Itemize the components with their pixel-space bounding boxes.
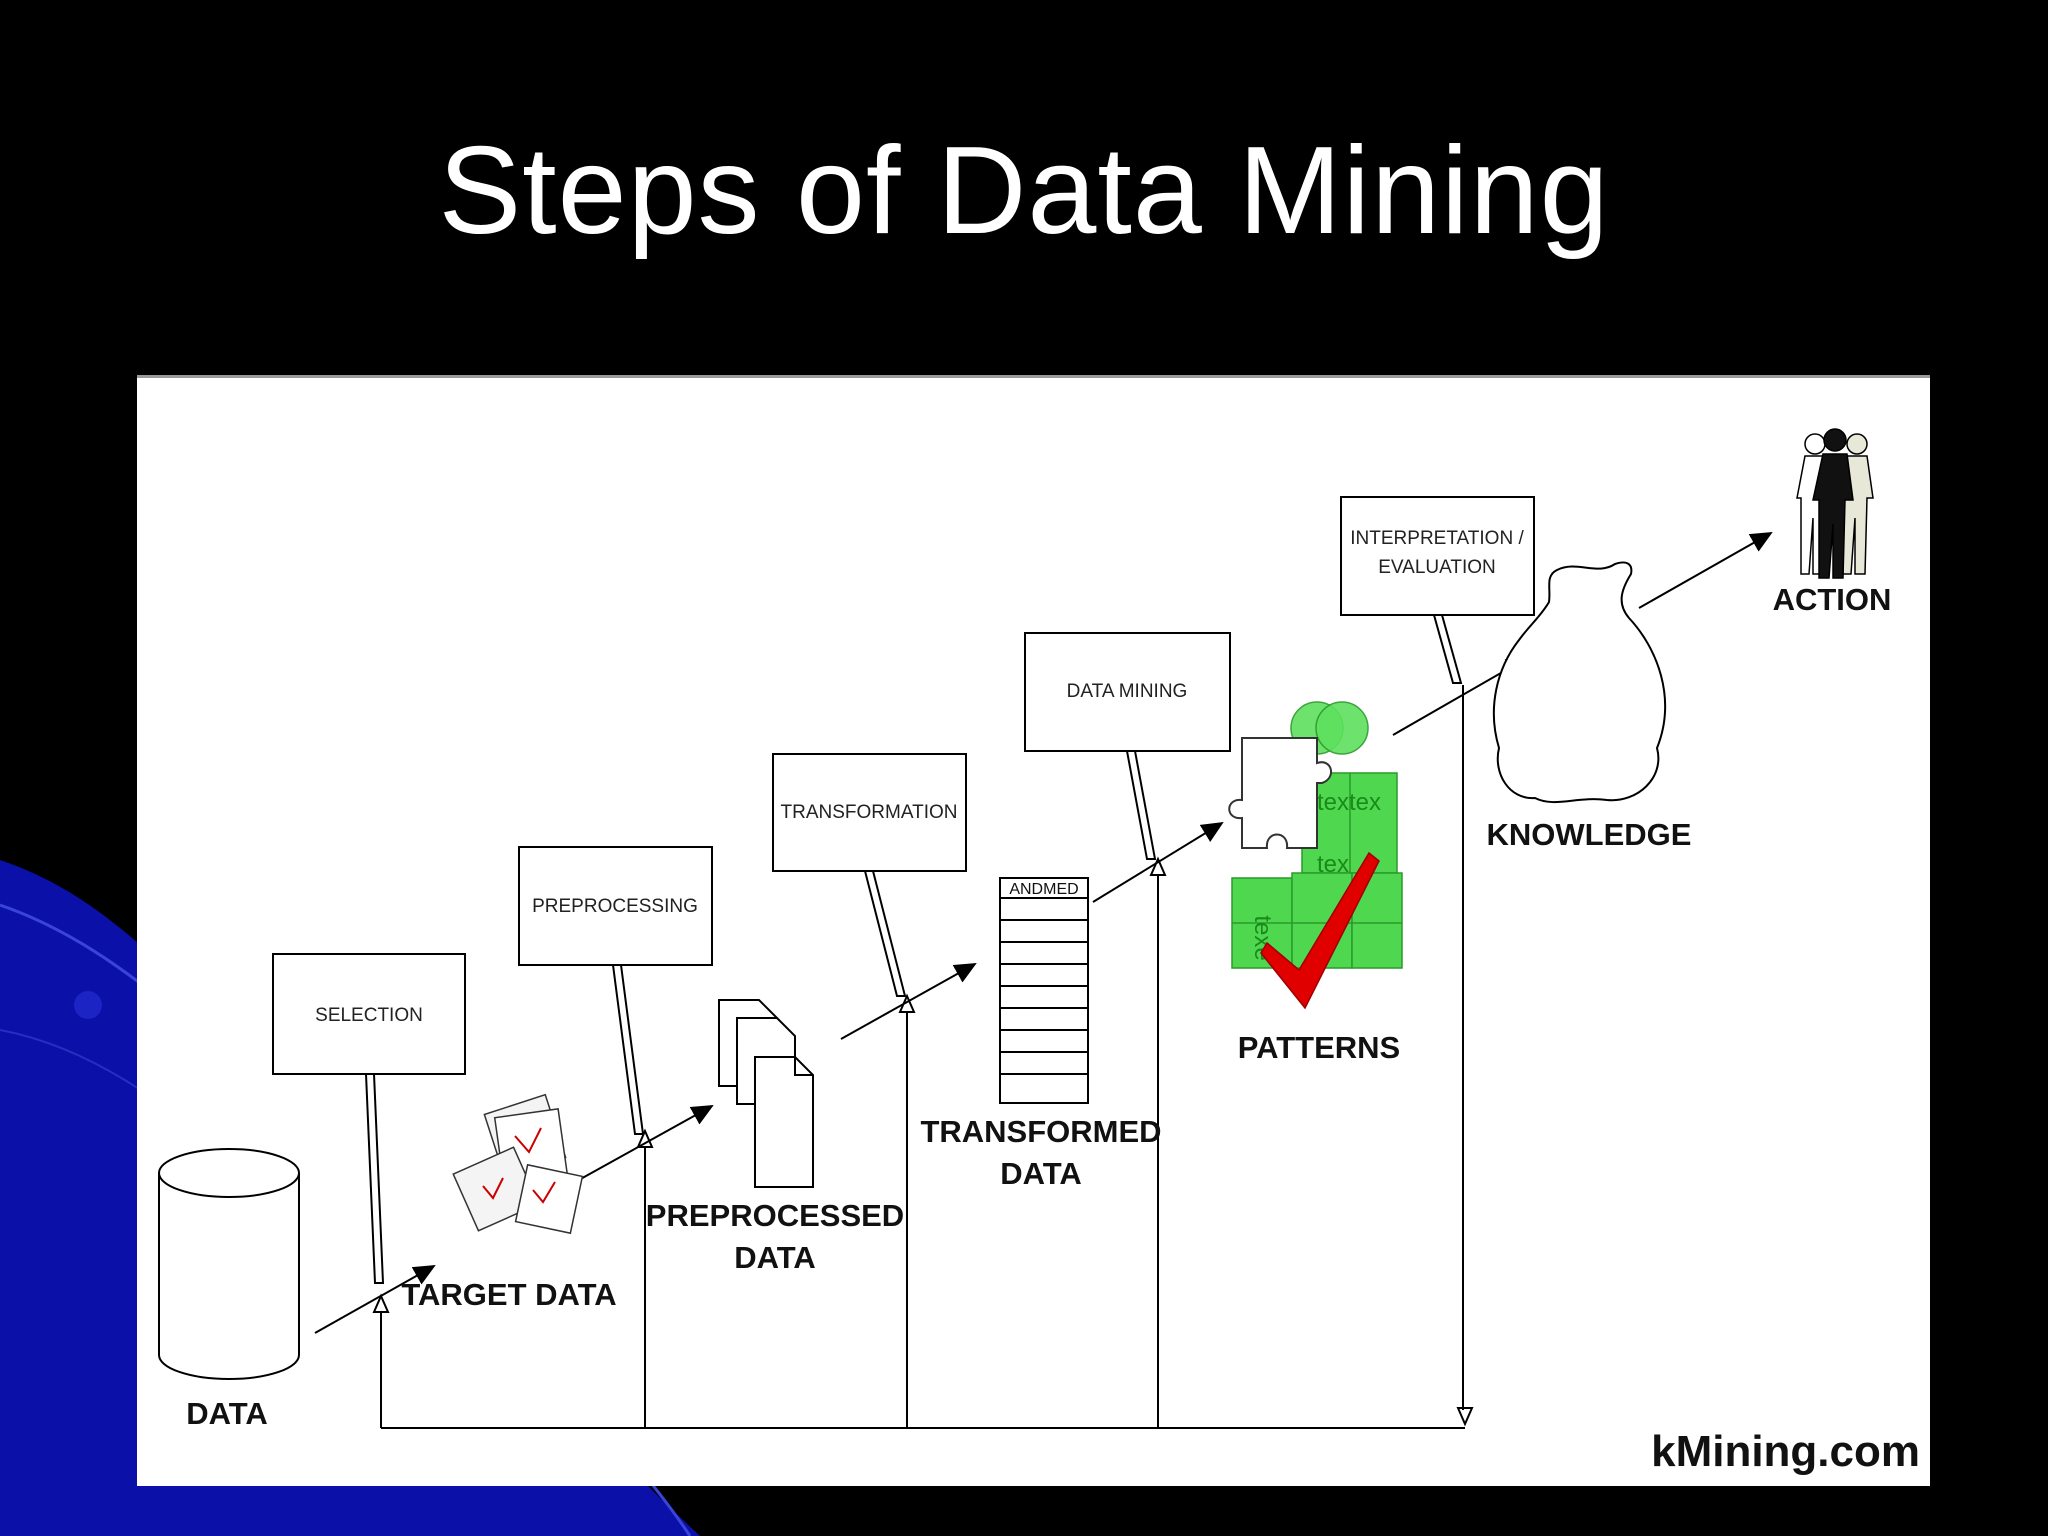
puzzle-piece-icon xyxy=(1228,737,1332,849)
people-group-icon xyxy=(1796,428,1874,579)
slide-title: Steps of Data Mining xyxy=(438,122,1610,260)
kdd-process-diagram: SELECTION PREPROCESSING TRANSFORMATION D… xyxy=(158,428,1920,1476)
checkmark-icon xyxy=(1260,851,1380,1010)
step-label-transformation: TRANSFORMATION xyxy=(781,802,958,823)
diagram-panel: SELECTION PREPROCESSING TRANSFORMATION D… xyxy=(137,375,1930,1486)
node-label-preprocessed-line2: DATA xyxy=(734,1240,816,1275)
document-stack-icon xyxy=(718,999,814,1188)
node-label-transformed-line2: DATA xyxy=(1000,1156,1082,1191)
feedback-loop xyxy=(380,874,1465,1429)
tex-label-3: tex xyxy=(1317,851,1349,878)
step-box-preprocessing: PREPROCESSING xyxy=(518,846,713,966)
step-box-interpretation: INTERPRETATION / EVALUATION xyxy=(1340,496,1535,616)
step-label-selection: SELECTION xyxy=(315,1005,423,1026)
step-box-data-mining: DATA MINING xyxy=(1024,632,1231,752)
node-label-data: DATA xyxy=(186,1396,268,1431)
step-box-selection: SELECTION xyxy=(272,953,466,1075)
flow-arrows xyxy=(314,532,1773,1334)
paper-stack-icon xyxy=(452,1093,584,1235)
database-cylinder-icon xyxy=(158,1148,300,1380)
node-label-patterns: PATTERNS xyxy=(1238,1030,1400,1065)
node-label-preprocessed-line1: PREPROCESSED xyxy=(646,1198,904,1233)
sack-icon xyxy=(1492,561,1667,804)
step-pointers xyxy=(364,614,1463,1284)
node-label-transformed-line1: TRANSFORMED xyxy=(920,1114,1161,1149)
feedback-arrowheads xyxy=(372,856,1474,1427)
table-grid-icon xyxy=(999,877,1089,1104)
brand-label: kMining.com xyxy=(1651,1427,1920,1476)
node-label-knowledge: KNOWLEDGE xyxy=(1487,817,1692,852)
step-label-evaluation: EVALUATION xyxy=(1378,557,1496,578)
patterns-cluster: tex tex tex texe xyxy=(1231,701,1403,969)
tex-label-2: tex xyxy=(1349,789,1381,816)
step-box-transformation: TRANSFORMATION xyxy=(772,753,967,872)
node-label-target-data: TARGET DATA xyxy=(401,1277,616,1312)
step-label-preprocessing: PREPROCESSING xyxy=(532,896,698,917)
tex-label-1: tex xyxy=(1317,789,1349,816)
step-label-data-mining: DATA MINING xyxy=(1067,681,1188,702)
node-label-action: ACTION xyxy=(1773,582,1892,617)
table-header-label: ANDMED xyxy=(1009,881,1078,898)
step-label-interpretation: INTERPRETATION / xyxy=(1350,528,1524,549)
